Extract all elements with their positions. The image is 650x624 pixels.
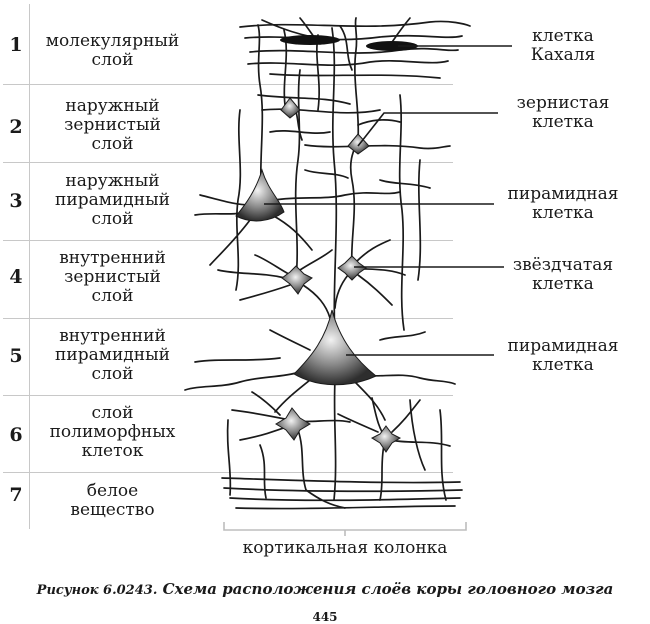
cajal-cell [280,35,418,51]
granular-cell [280,97,370,155]
neuron-fibers [184,17,471,510]
cell-label-pyramidal-outer: пирамидная клетка [507,184,619,223]
caption-number: Рисунок 6.0243. [36,583,158,598]
page-number: 445 [312,610,338,624]
cell-label-granular: зернистая клетка [516,93,610,132]
cell-label-cajal: клетка Кахаля [530,26,596,65]
cell-label-pyramidal-inner: пирамидная клетка [507,336,619,375]
layer-name: наружный пирамидный слой [55,171,170,229]
layer-name: наружный зернистый слой [64,96,161,154]
layer-number: 5 [9,345,23,367]
layer-number: 2 [9,116,23,138]
caption-text: Схема расположения слоёв коры головного … [157,580,614,598]
layer-name: внутренний пирамидный слой [55,326,170,384]
stellate-cell [281,255,367,295]
leader-lines [264,45,512,356]
pyramidal-cell-outer [235,168,285,222]
layer-divider-vertical [29,4,30,529]
layer-boundary [3,395,453,396]
layer-number: 1 [9,34,23,56]
layer-number: 7 [9,484,23,506]
pyramidal-cell-inner [293,309,377,386]
layer-number: 6 [9,424,23,446]
figure-caption: Рисунок 6.0243. Схема расположения слоёв… [0,580,650,598]
layer-boundary [3,318,453,319]
cortical-column-brace [223,522,467,536]
layer-boundary [3,472,453,473]
layer-name: белое вещество [70,481,155,520]
cortical-column-label: кортикальная колонка [242,538,448,558]
layer-number: 4 [9,266,23,288]
cell-label-stellate: звёздчатая клетка [512,255,614,294]
layer-boundary [3,240,453,241]
layer-boundary [3,84,453,85]
layer-name: слой полиморфных клеток [49,403,176,461]
polymorphic-cell [275,407,402,453]
cortical-column-diagram [184,17,512,536]
layer-boundary [3,162,453,163]
layer-number: 3 [9,190,23,212]
layer-name: молекулярный слой [45,31,180,70]
layer-name: внутренний зернистый слой [59,248,166,306]
